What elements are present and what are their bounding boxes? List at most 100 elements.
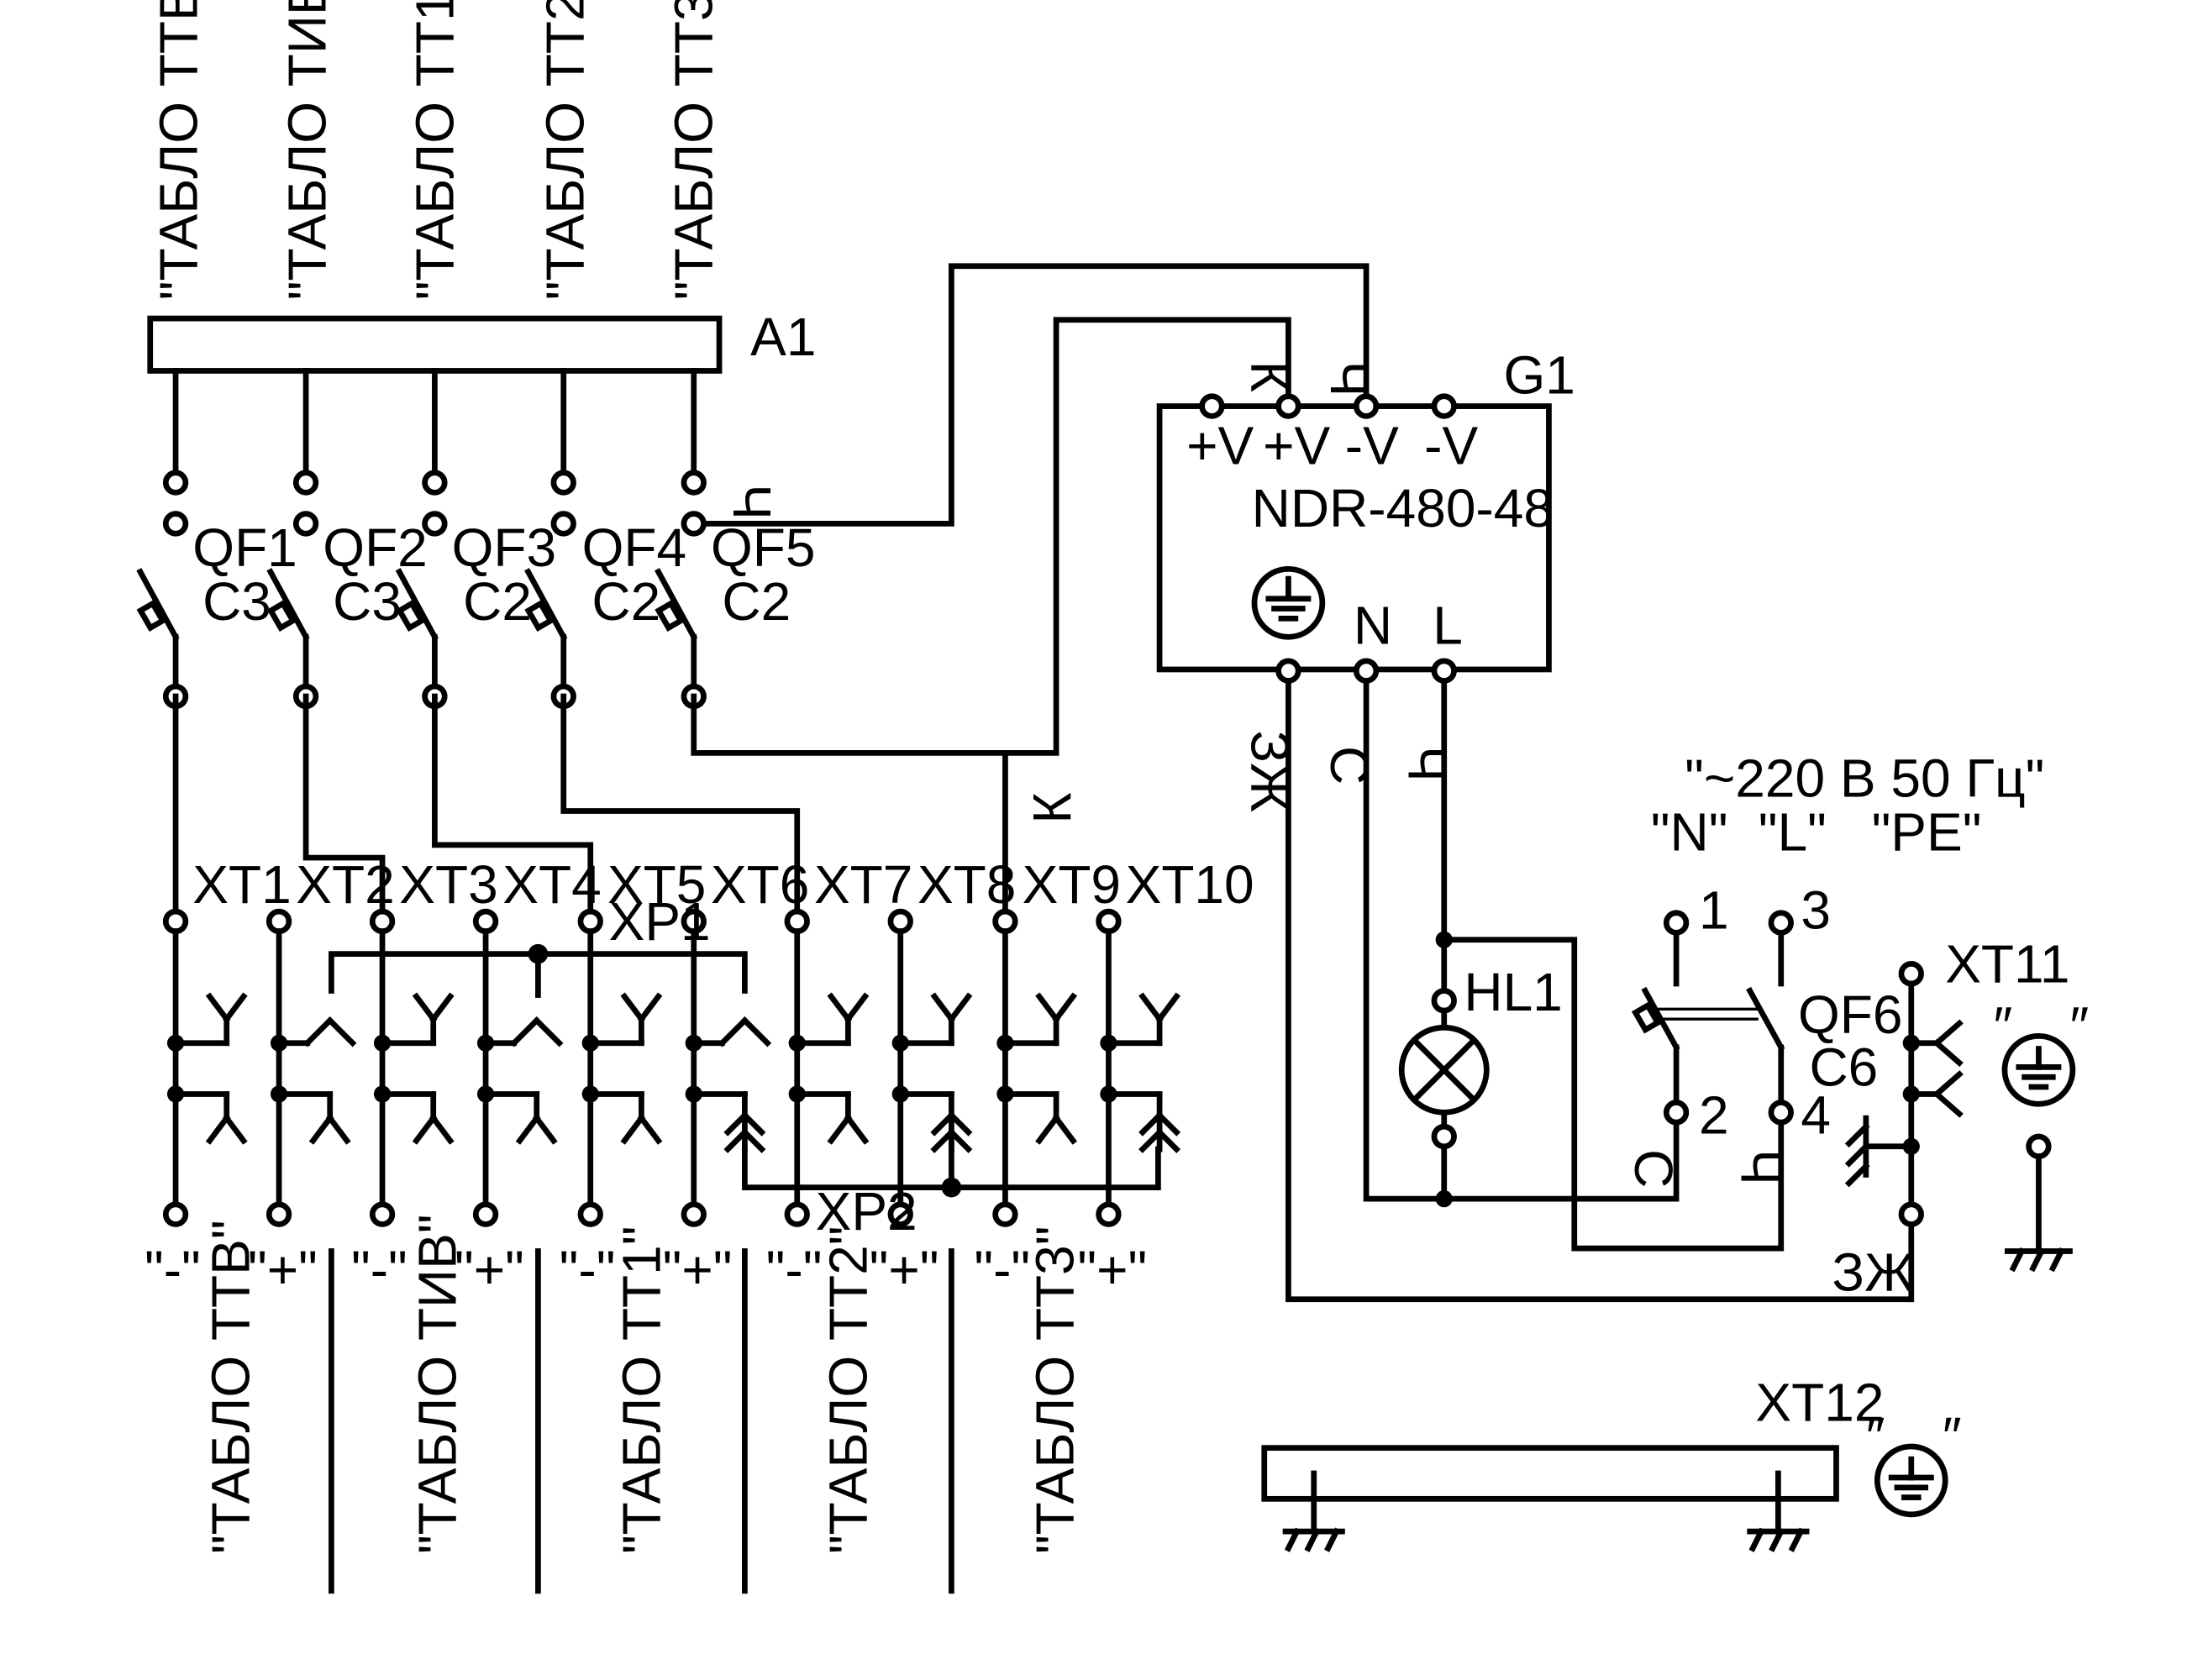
xp2-label: XP2 xyxy=(816,1181,917,1242)
plug-right xyxy=(326,1114,351,1145)
qf6-rating: C6 xyxy=(1809,1037,1878,1097)
a1-label: A1 xyxy=(750,307,816,367)
breaker-name: QF3 xyxy=(452,517,556,578)
breaker-output-routing xyxy=(172,693,1008,925)
breaker-rating: C2 xyxy=(463,571,532,632)
breaker-terminal-top xyxy=(550,470,576,496)
terminal-label: XT4 xyxy=(502,854,601,915)
g1-wire-k: К xyxy=(1240,361,1301,392)
socket-left xyxy=(718,1016,749,1047)
breaker-trip xyxy=(266,599,297,632)
polarity-label: "-" xyxy=(145,1239,201,1299)
wire-label-ch: Ч xyxy=(722,484,782,520)
polarity-label: "-" xyxy=(766,1239,823,1299)
socket-left xyxy=(930,992,956,1023)
ground-icon xyxy=(1874,1443,1948,1518)
breaker-trip xyxy=(655,599,685,632)
terminal-xt2 xyxy=(266,908,357,1227)
breaker-terminal-mid xyxy=(162,511,189,537)
g1-model: NDR-480-48 xyxy=(1252,478,1554,538)
wire-label-k: К xyxy=(1022,792,1082,823)
plug-left2 xyxy=(1138,1128,1164,1153)
socket-right xyxy=(429,992,455,1023)
plug-right2 xyxy=(740,1128,766,1153)
g1-terminal-pos2 xyxy=(1275,393,1301,419)
xt11-label: XT11 xyxy=(1945,933,2069,994)
junction-dot xyxy=(1435,1190,1453,1208)
plug-right xyxy=(844,1114,870,1145)
breaker-terminal-top xyxy=(292,470,319,496)
qf5-to-g1-neg-wire: Ч xyxy=(702,263,1370,527)
socket-right xyxy=(1052,992,1078,1023)
supply-pe: "PE" xyxy=(1872,802,1982,863)
plug-left xyxy=(723,1110,749,1137)
plug-right2 xyxy=(947,1128,973,1153)
breaker-trip xyxy=(395,599,426,632)
socket-left xyxy=(302,1016,334,1047)
g1-terminal-l xyxy=(1431,658,1457,684)
terminal-label: XT3 xyxy=(399,854,497,915)
xp1-label: XP1 xyxy=(609,891,711,952)
ground-mark: ″ xyxy=(2069,995,2089,1056)
qf6-terminal-4 xyxy=(1768,1100,1794,1126)
terminal-xt5 xyxy=(577,908,663,1227)
terminal-bottom xyxy=(992,1201,1018,1227)
socket-right xyxy=(637,992,663,1023)
breaker-terminal-mid xyxy=(422,511,448,537)
socket-left xyxy=(412,992,438,1023)
xt12-ground-bus: XT12 ″ ″ xyxy=(1261,1373,1962,1552)
polarity-label: "-" xyxy=(560,1239,616,1299)
socket-left xyxy=(620,992,646,1023)
breaker-terminal-top xyxy=(681,470,707,496)
output-label: "ТАБЛО ТТ2" xyxy=(818,1226,878,1554)
g1-in-l: L xyxy=(1433,596,1463,656)
terminal-xt7 xyxy=(784,908,870,1227)
plug-left xyxy=(1138,1110,1164,1137)
terminal-bottom xyxy=(1096,1201,1122,1227)
socket-right xyxy=(1155,992,1181,1023)
socket-right xyxy=(844,992,870,1023)
terminal-label: XT2 xyxy=(296,854,394,915)
plug-left xyxy=(412,1114,438,1145)
breakers-group xyxy=(136,368,707,710)
plug-right xyxy=(947,1110,973,1137)
wire-label-zh: ЗЖ xyxy=(1240,730,1301,812)
breaker-terminal-mid xyxy=(681,511,707,537)
breaker-labels: QF1 C3 QF2 C3 QF3 C2 QF4 C2 QF5 C2 xyxy=(192,517,815,632)
breaker-name: QF4 xyxy=(582,517,686,578)
xp2-bus: XP2 xyxy=(742,1142,1161,1242)
breaker-4 xyxy=(524,368,576,710)
g1-wire-ch: Ч xyxy=(1319,361,1380,397)
bottom-output-group: "ТАБЛО ТТВ" "ТАБЛО ТИВ" "ТАБЛО ТТ1" "ТАБ… xyxy=(201,1214,1085,1594)
ground-mark: ″ xyxy=(1943,1406,1962,1467)
plug-right xyxy=(223,1114,248,1145)
polarity-label: "+" xyxy=(248,1239,318,1299)
qf6-terminal-1 xyxy=(1663,910,1690,936)
g1-out-label: +V xyxy=(1263,416,1330,476)
breaker-contact xyxy=(655,568,698,641)
plug-right xyxy=(429,1114,455,1145)
g1-out-label: -V xyxy=(1424,416,1478,476)
junction-dot xyxy=(1435,931,1453,948)
g1-terminal-n xyxy=(1353,658,1380,684)
plug-left xyxy=(1035,1114,1060,1145)
qf6-name: QF6 xyxy=(1798,984,1903,1045)
hl1-lamp: HL1 xyxy=(1398,962,1563,1150)
socket-right xyxy=(740,1016,772,1047)
ground-icon xyxy=(2001,1032,2076,1107)
output-label: "ТАБЛО ТТ3" xyxy=(1024,1226,1085,1554)
socket-left xyxy=(827,992,853,1023)
breaker-name: QF5 xyxy=(711,517,816,578)
terminal-rows xyxy=(162,908,1181,1227)
supply-n: "N" xyxy=(1651,802,1728,863)
qf6-breaker: 1 3 2 4 QF6 C6 С Ч xyxy=(1623,879,1902,1188)
terminal-xt10 xyxy=(1096,908,1181,1227)
output-label: "ТАБЛО ТИВ" xyxy=(407,1214,468,1554)
xt9-to-g1-pos-wire: К xyxy=(1002,317,1291,925)
plug-right xyxy=(637,1114,663,1145)
socket-right xyxy=(947,992,973,1023)
terminal-xt1 xyxy=(162,908,248,1227)
a1-output-label: "ТАБЛО ТТ3" xyxy=(664,0,724,300)
terminal-xt8 xyxy=(887,908,973,1227)
terminal-label: XT9 xyxy=(1023,854,1121,915)
